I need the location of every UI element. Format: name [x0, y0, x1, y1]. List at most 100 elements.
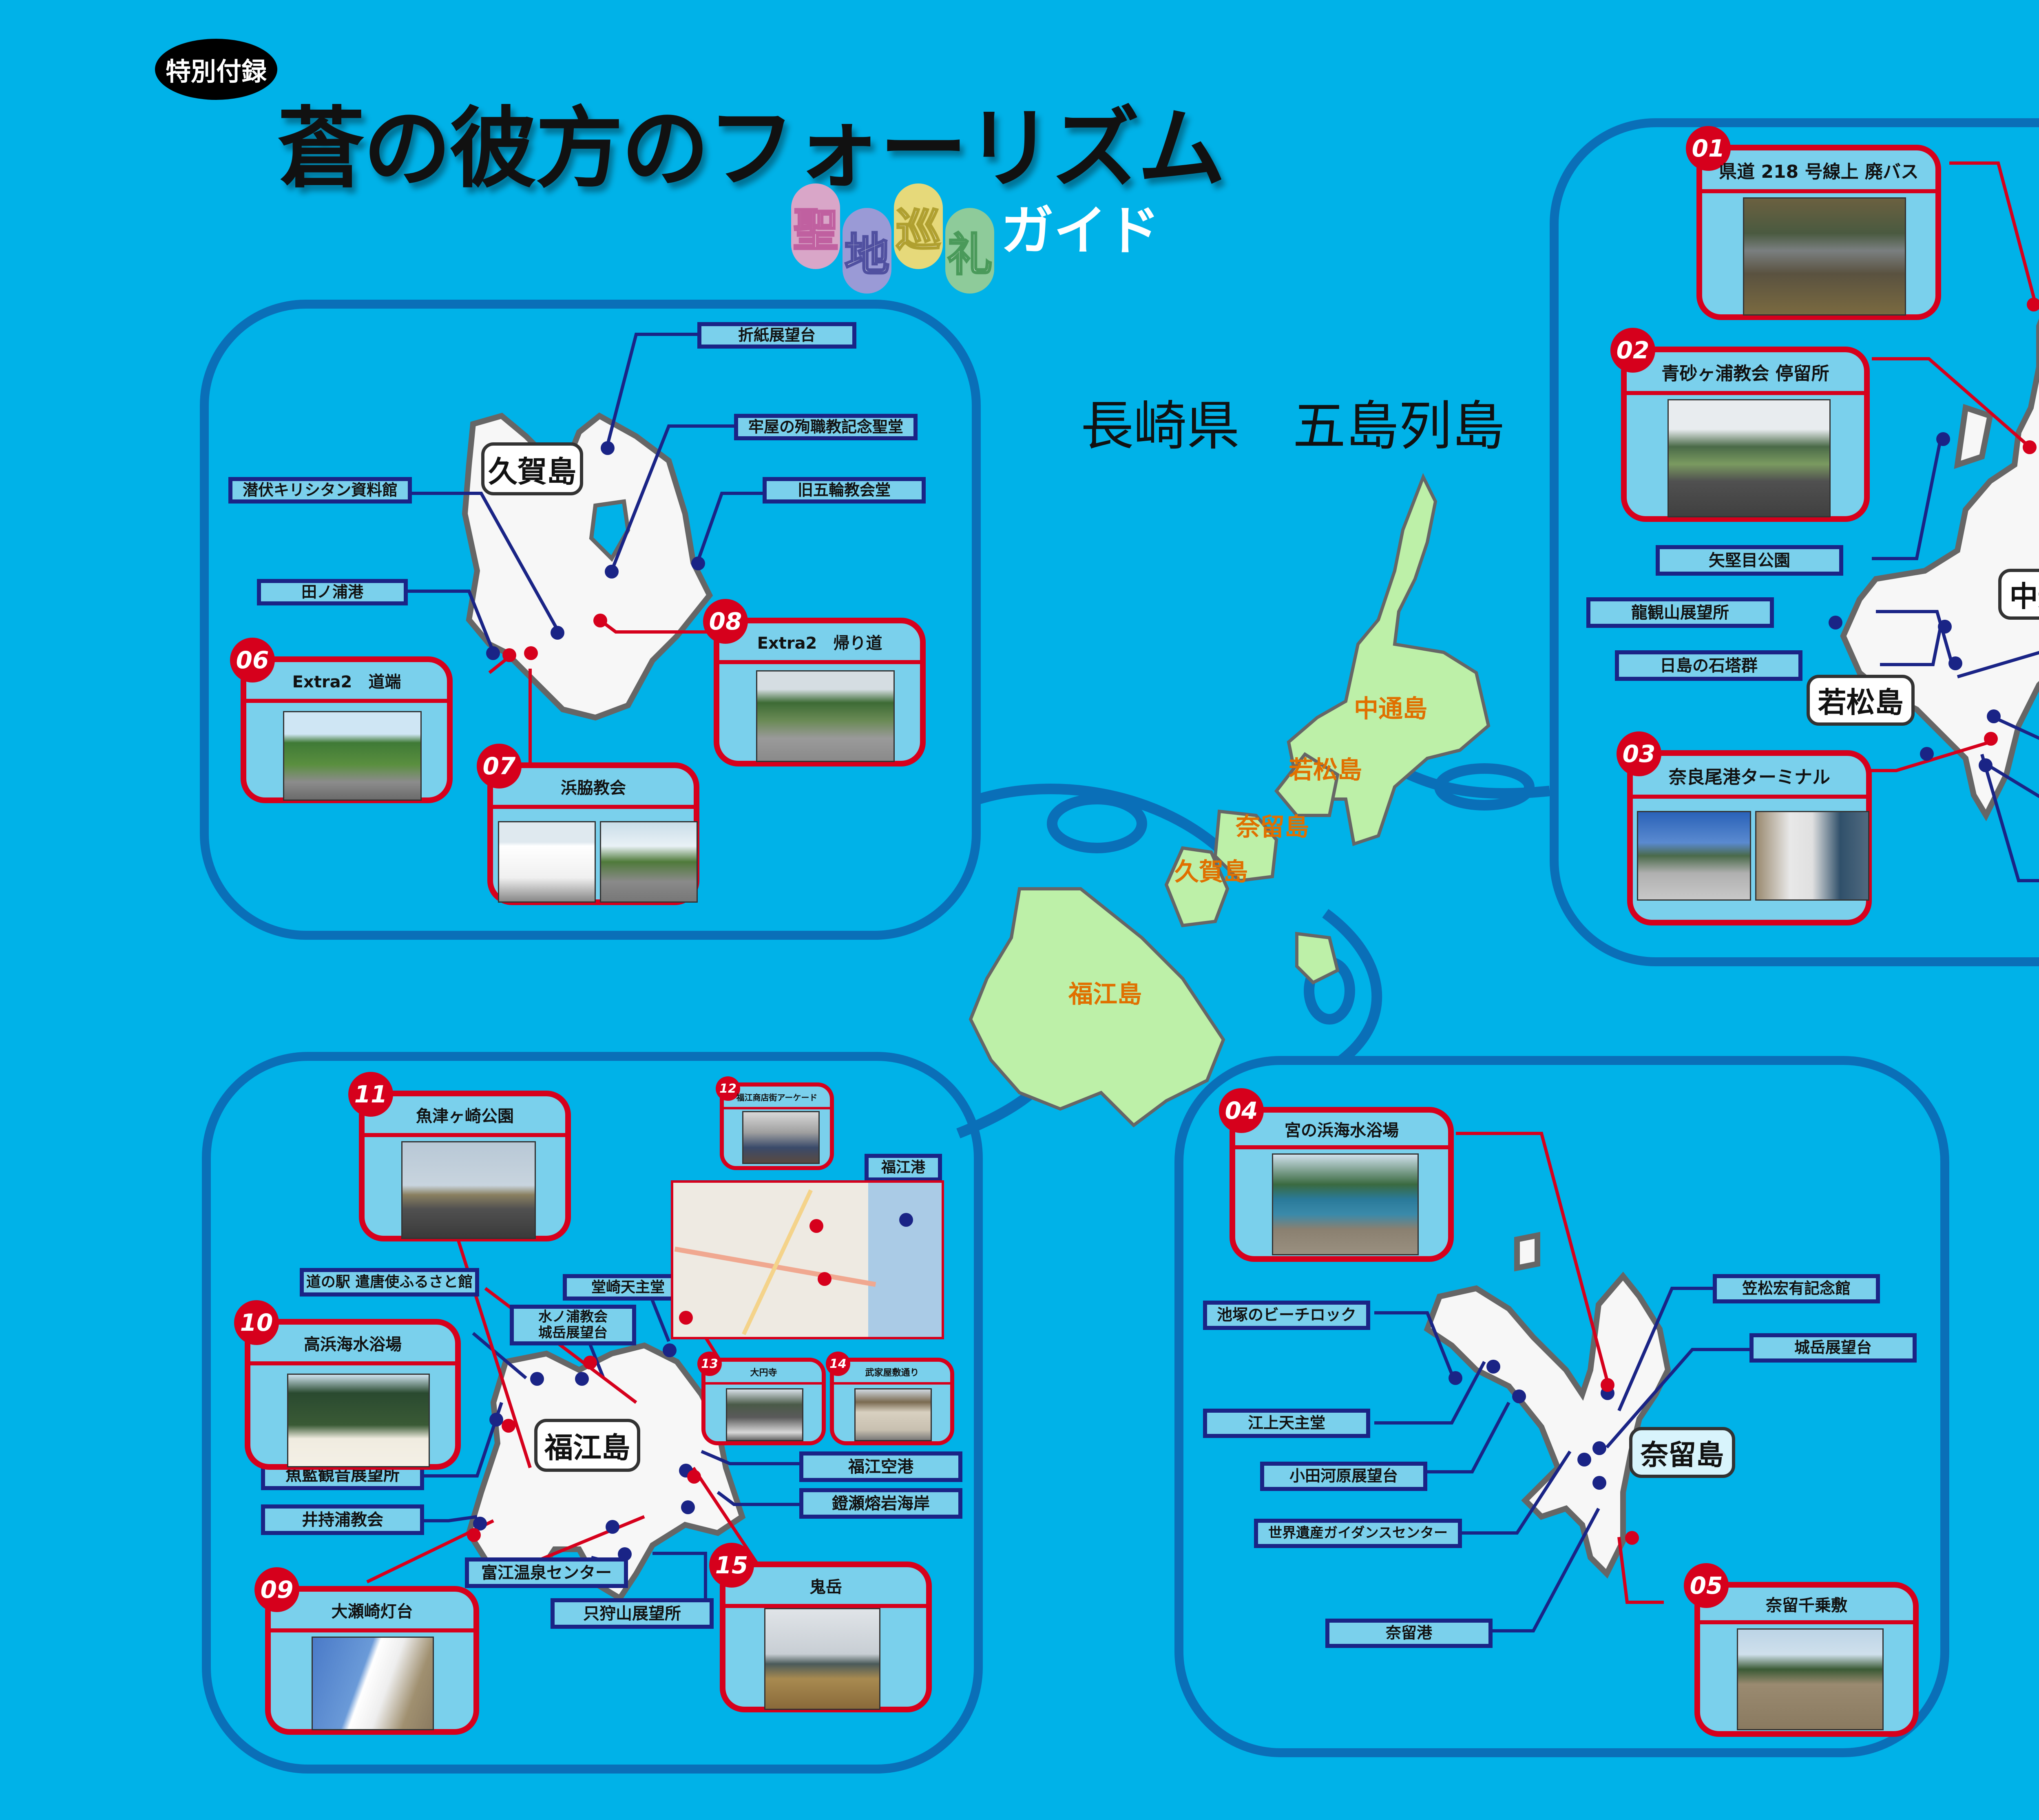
pin-yagatame[interactable] [1936, 432, 1950, 446]
card-12[interactable]: 12 福江商店街アーケード [716, 1076, 834, 1170]
card-title: 高浜海水浴場 [250, 1325, 455, 1365]
card-10[interactable]: 10 高浜海水浴場 [234, 1300, 461, 1470]
label-fukue-port[interactable]: 福江港 [865, 1154, 942, 1182]
label-tadakariyama[interactable]: 只狩山展望所 [551, 1598, 714, 1629]
photo-bukeyashiki [854, 1388, 932, 1441]
pin-08[interactable] [593, 614, 607, 627]
pin-michinoeki[interactable] [530, 1372, 544, 1386]
pin-kyu-gorin[interactable] [691, 557, 705, 570]
label-world-heritage-guidance[interactable]: 世界遺産ガイダンスセンター [1254, 1519, 1462, 1548]
label-jodake-observatory[interactable]: 城岳展望台 [1749, 1333, 1917, 1363]
label-roya-memorial[interactable]: 牢屋の殉職教記念聖堂 [734, 414, 918, 440]
pin-abunose[interactable] [681, 1500, 695, 1514]
card-09[interactable]: 09 大瀬崎灯台 [254, 1567, 479, 1735]
label-ryukanzan-observatory[interactable]: 龍観山展望所 [1586, 597, 1774, 628]
photo-uotsugasaki-park [401, 1141, 536, 1239]
card-01[interactable]: 01 県道 218 号線上 廃バス [1686, 126, 1941, 320]
card-02[interactable]: 02 青砂ヶ浦教会 停留所 [1610, 328, 1870, 522]
card-11[interactable]: 11 魚津ヶ崎公園 [348, 1072, 571, 1241]
pin-origami[interactable] [601, 441, 615, 455]
label-naru-port[interactable]: 奈留港 [1325, 1619, 1493, 1648]
card-07[interactable]: 07 浜脇教会 [477, 744, 699, 905]
pin-ikezuka[interactable] [1449, 1371, 1462, 1385]
label-abunose-lava-coast[interactable]: 鐙瀬熔岩海岸 [799, 1488, 962, 1519]
label-imochiura-church[interactable]: 井持浦教会 [261, 1504, 424, 1535]
pin-tadakariyama[interactable] [618, 1547, 632, 1561]
card-04[interactable]: 04 宮の浜海水浴場 [1219, 1088, 1454, 1262]
pin-02[interactable] [2023, 440, 2037, 454]
sub-char-2: 地 [843, 208, 891, 294]
pin-ryukanzan[interactable] [1938, 620, 1952, 634]
label-hidden-christian-museum[interactable]: 潜伏キリシタン資料館 [228, 477, 412, 504]
pin-hishima[interactable] [1829, 616, 1842, 629]
card-title: 浜脇教会 [493, 768, 694, 809]
photo-miyanohama-beach [1272, 1153, 1419, 1255]
label-ikezuka-beachrock[interactable]: 池塚のビーチロック [1203, 1301, 1370, 1330]
label-kotagawara-observatory[interactable]: 小田河原展望台 [1260, 1462, 1427, 1491]
island-name-nakadori: 中通島 [1998, 569, 2039, 620]
pin-kotagawara[interactable] [1512, 1389, 1526, 1403]
pin-15[interactable] [687, 1470, 701, 1484]
page-title: 蒼の彼方のフォーリズム [277, 97, 1225, 200]
label-egami-church[interactable]: 江上天主堂 [1203, 1409, 1370, 1438]
card-title: 鬼岳 [725, 1567, 926, 1608]
card-number: 14 [826, 1352, 850, 1376]
pin-04[interactable] [1601, 1378, 1614, 1392]
sub-guide-text: ガイド [1001, 200, 1160, 262]
pin-13[interactable] [679, 1311, 693, 1325]
pin-takaitabi[interactable] [1987, 709, 2001, 723]
card-08[interactable]: 08 Extra2 帰り道 [703, 599, 926, 766]
pin-jodake[interactable] [1592, 1441, 1606, 1455]
pin-roya[interactable] [605, 565, 619, 579]
card-number: 15 [709, 1543, 754, 1588]
pin-kaminaka[interactable] [1948, 656, 1962, 670]
pin-10[interactable] [502, 1419, 515, 1433]
label-mizunoura-jodake[interactable]: 水ノ浦教会 城岳展望台 [510, 1305, 636, 1345]
label-tomie-onsen[interactable]: 富江温泉センター [465, 1557, 628, 1588]
pin-07[interactable] [524, 646, 538, 660]
label-hishima-stone-towers[interactable]: 日島の石塔群 [1615, 650, 1802, 681]
label-tanoura-port[interactable]: 田ノ浦港 [257, 579, 408, 605]
photo-naru-senjojiki [1737, 1628, 1884, 1730]
label-michinoeki-kentoshi[interactable]: 道の駅 遣唐使ふるさと館 [300, 1268, 479, 1297]
pin-11[interactable] [583, 1356, 597, 1369]
island-name-wakamatsu: 若松島 [1807, 675, 1915, 726]
pin-dozaki[interactable] [663, 1343, 677, 1357]
pin-egami[interactable] [1486, 1360, 1500, 1374]
card-number: 12 [716, 1076, 740, 1101]
pin-09[interactable] [467, 1528, 481, 1542]
pin-christian-cave[interactable] [1920, 747, 1934, 761]
pin-mizunoura[interactable] [575, 1372, 589, 1386]
photo-onidake [764, 1608, 880, 1710]
pin-14[interactable] [818, 1272, 832, 1286]
photo-daienji [726, 1388, 803, 1441]
pin-naraou-akou[interactable] [1979, 758, 1993, 772]
label-origami-observatory[interactable]: 折紙展望台 [697, 322, 856, 349]
card-title: 福江商店街アーケード [724, 1087, 830, 1109]
pin-03[interactable] [1984, 732, 1998, 746]
map-sea [868, 1183, 942, 1337]
label-fukue-airport[interactable]: 福江空港 [799, 1451, 962, 1482]
label-kasamatsu-memorial[interactable]: 笠松宏有記念館 [1713, 1274, 1880, 1303]
card-13[interactable]: 13 大円寺 [697, 1352, 826, 1445]
pin-12[interactable] [809, 1219, 823, 1233]
pin-01[interactable] [2027, 298, 2039, 311]
pin-tomie-onsen[interactable] [606, 1520, 619, 1534]
pin-tanoura[interactable] [486, 646, 500, 660]
pin-naru-port[interactable] [1592, 1476, 1606, 1490]
card-06[interactable]: 06 Extra2 道端 [230, 638, 453, 803]
card-number: 11 [348, 1072, 393, 1117]
label-kyu-gorin[interactable]: 旧五輪教会堂 [763, 477, 926, 504]
pin-guidance[interactable] [1577, 1453, 1591, 1467]
card-05[interactable]: 05 奈留千乗敷 [1684, 1563, 1919, 1737]
pin-fukue-port[interactable] [899, 1213, 913, 1227]
pin-hidden-christian[interactable] [551, 626, 564, 640]
card-03[interactable]: 03 奈良尾港ターミナル [1617, 731, 1872, 925]
pin-05[interactable] [1625, 1531, 1639, 1545]
card-number: 13 [697, 1352, 722, 1376]
card-14[interactable]: 14 武家屋敷通り [826, 1352, 954, 1445]
pin-gyoran[interactable] [489, 1413, 503, 1427]
card-15[interactable]: 15 鬼岳 [709, 1543, 932, 1712]
label-yagatame-park[interactable]: 矢堅目公園 [1656, 545, 1843, 576]
pin-06[interactable] [502, 648, 516, 662]
